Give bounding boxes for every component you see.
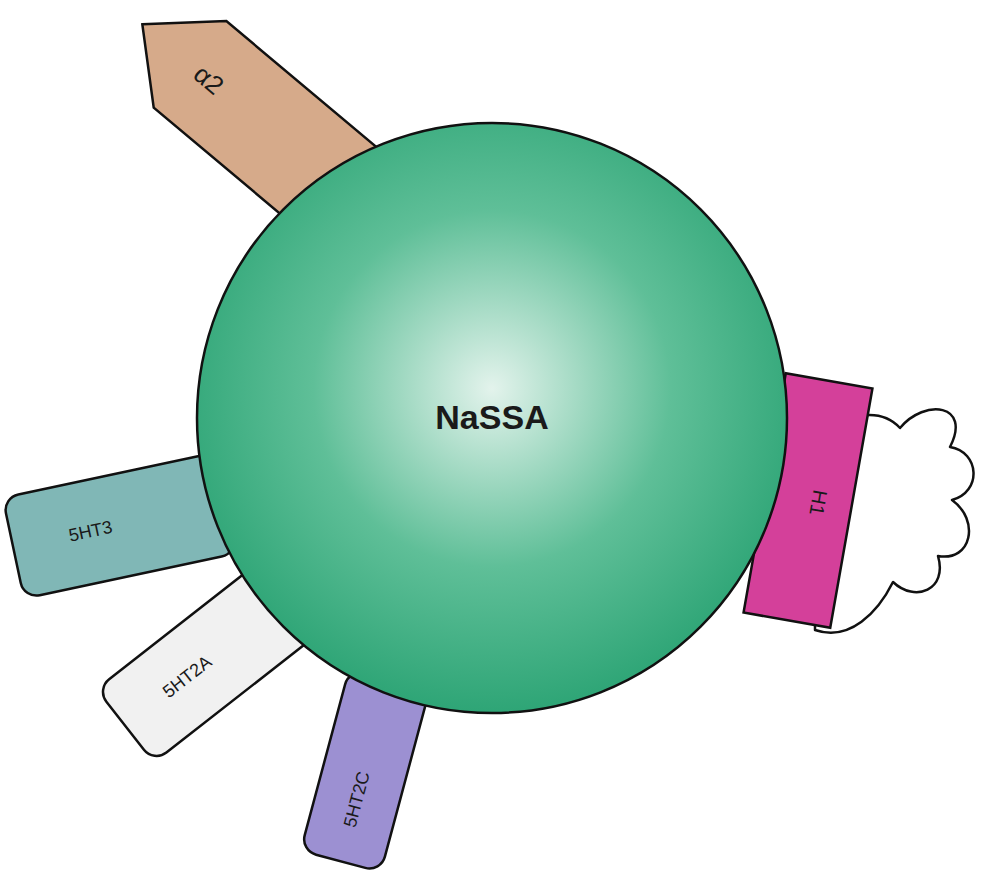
drug-class-label: NaSSA — [435, 399, 548, 436]
receptor-shape — [301, 668, 430, 871]
receptor-label: H1 — [806, 487, 832, 516]
receptor-shape — [744, 373, 873, 628]
receptor-shape — [97, 548, 334, 762]
receptor-shape — [3, 452, 238, 598]
drug-node: NaSSA — [195, 121, 789, 715]
drug-circle — [197, 123, 787, 713]
